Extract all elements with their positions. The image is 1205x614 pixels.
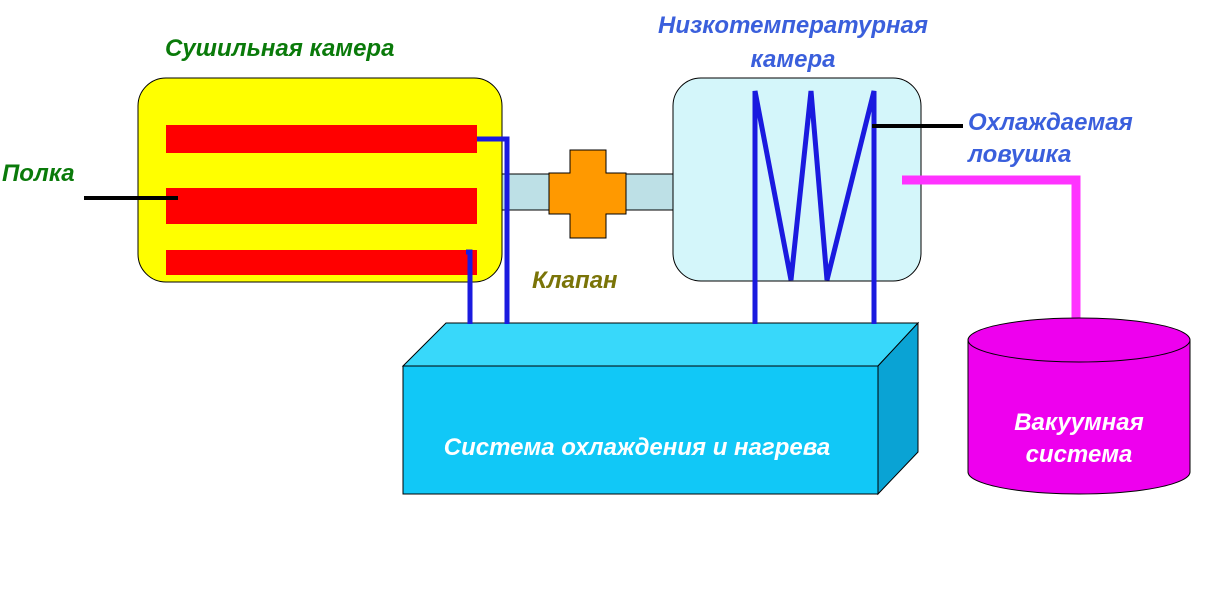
vacuum-system-cylinder <box>967 317 1191 495</box>
shelf-bottom <box>166 250 477 275</box>
valve-label: Клапан <box>532 267 618 294</box>
system-box-front <box>402 365 879 495</box>
low-temp-chamber-label-line2: камера <box>751 46 836 73</box>
low-temp-chamber-label-line1: Низкотемпературная <box>658 12 928 39</box>
cooling-heating-system-label: Система охлаждения и нагрева <box>444 434 831 461</box>
cooled-trap-label-line1: Охлаждаемая <box>968 109 1133 136</box>
drying-chamber-label: Сушильная камера <box>165 35 394 62</box>
cooled-trap-label-line2: ловушка <box>967 141 1071 168</box>
valve-icon <box>548 149 627 239</box>
system-box-top <box>401 322 920 367</box>
coil-icon <box>752 90 877 324</box>
vacuum-system-label-line1: Вакуумная <box>1014 409 1144 436</box>
cooling-heating-system-box <box>401 321 920 496</box>
shelf-middle <box>166 188 477 224</box>
shelf-top <box>166 125 477 153</box>
shelf-feed-line <box>477 136 510 324</box>
vacuum-system-label-line2: система <box>1026 441 1133 468</box>
vacuum-cylinder-top <box>967 317 1191 363</box>
vacuum-line <box>902 175 1081 318</box>
low-temp-chamber <box>672 77 922 282</box>
shelf-label: Полка <box>2 160 75 187</box>
vacuum-cylinder-body <box>967 339 1191 495</box>
shelf-return-line <box>466 249 473 324</box>
